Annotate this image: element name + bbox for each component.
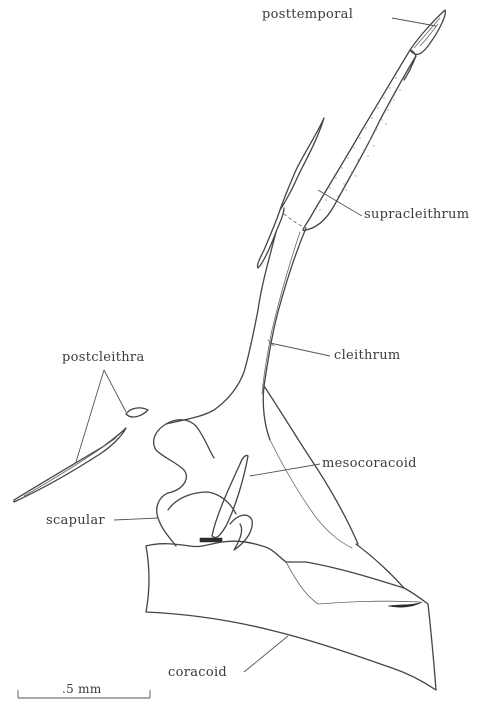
coracoid-leader (244, 636, 288, 672)
cleithrum-leader (270, 343, 330, 356)
label-postcleithra: postcleithra (62, 350, 145, 365)
scale-bar-label: .5 mm (62, 682, 102, 696)
mesocoracoid-bone (212, 455, 252, 550)
scapular-coracoid-bones (146, 386, 436, 690)
scapular-leader (114, 518, 158, 520)
mesocoracoid-leader (250, 464, 320, 476)
label-scapular: scapular (46, 513, 105, 528)
label-coracoid: coracoid (168, 665, 227, 680)
posttemporal-leader (392, 18, 436, 26)
label-posttemporal: posttemporal (262, 7, 353, 22)
postcleithra-leader-2 (104, 370, 126, 412)
label-supracleithrum: supracleithrum (364, 207, 469, 222)
posttemporal-bone (410, 10, 445, 54)
label-mesocoracoid: mesocoracoid (322, 456, 417, 471)
label-cleithrum: cleithrum (334, 348, 401, 363)
postcleithra-bones (14, 408, 148, 502)
supracleithrum-bone (303, 50, 416, 231)
cleithrum-bone (166, 118, 324, 440)
